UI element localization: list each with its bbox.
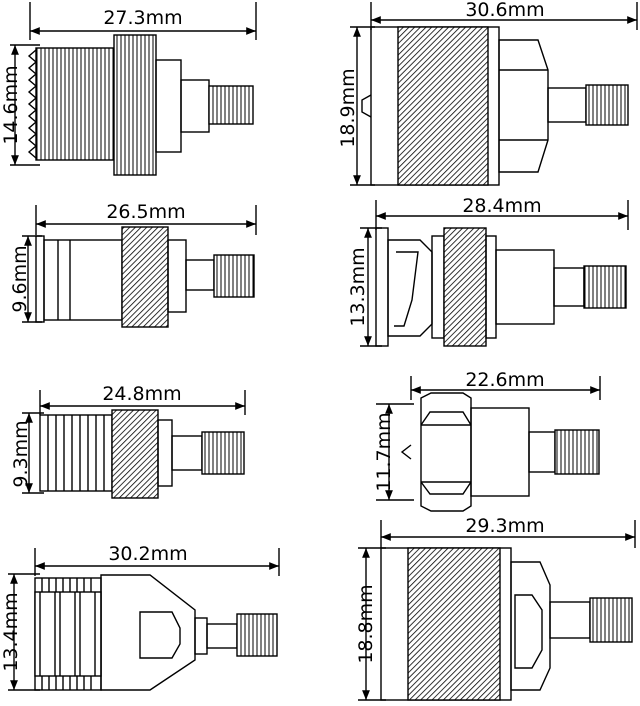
height-dimension-6: 11.7mm — [373, 403, 414, 501]
height-label-4: 13.3mm — [347, 247, 369, 326]
width-dimension-5: 24.8mm — [39, 383, 246, 415]
width-label-3: 26.5mm — [106, 201, 185, 223]
width-label-1: 27.3mm — [103, 7, 182, 29]
height-label-2: 18.9mm — [337, 68, 359, 147]
connector-body-3 — [35, 226, 255, 328]
width-label-8: 29.3mm — [465, 515, 544, 537]
width-dimension-7: 30.2mm — [34, 543, 280, 576]
height-dimension-7: 13.4mm — [0, 573, 40, 691]
height-dimension-2: 18.9mm — [337, 26, 375, 186]
connector-body-4 — [375, 227, 627, 347]
width-dimension-2: 30.6mm — [370, 0, 638, 30]
connector-7: 30.2mm 13.4mm — [0, 543, 280, 691]
height-dimension-1: 14.6mm — [0, 44, 40, 166]
width-label-4: 28.4mm — [462, 195, 541, 217]
width-dimension-8: 29.3mm — [380, 515, 636, 548]
connector-3: 26.5mm 9.6mm — [9, 201, 257, 328]
connector-body-5 — [39, 409, 245, 499]
connector-5: 24.8mm 9.3mm — [10, 383, 246, 499]
height-label-8: 18.8mm — [355, 584, 377, 663]
height-dimension-5: 9.3mm — [10, 412, 44, 494]
connector-2: 30.6mm 18.9mm — [337, 0, 638, 186]
width-dimension-4: 28.4mm — [375, 195, 629, 230]
height-label-3: 9.6mm — [9, 245, 31, 312]
height-label-1: 14.6mm — [0, 65, 22, 144]
connector-1: 27.3mm 14.6mm — [0, 2, 257, 176]
height-label-5: 9.3mm — [10, 420, 32, 487]
connector-body-2 — [361, 26, 629, 186]
width-dimension-1: 27.3mm — [29, 2, 257, 40]
width-label-7: 30.2mm — [108, 543, 187, 565]
height-dimension-4: 13.3mm — [347, 227, 382, 347]
connector-body-6 — [400, 392, 600, 512]
connector-4: 28.4mm 13.3mm — [347, 195, 629, 347]
connector-body-1 — [27, 34, 254, 176]
connector-body-8 — [380, 547, 633, 701]
connector-6: 22.6mm 11.7mm — [373, 369, 601, 512]
width-label-6: 22.6mm — [465, 369, 544, 391]
connector-8: 29.3mm 18.8mm — [355, 515, 636, 701]
width-label-2: 30.6mm — [465, 0, 544, 21]
connector-body-7 — [34, 574, 278, 691]
height-label-6: 11.7mm — [373, 412, 395, 491]
width-label-5: 24.8mm — [102, 383, 181, 405]
height-dimension-3: 9.6mm — [9, 235, 42, 323]
width-dimension-6: 22.6mm — [410, 369, 601, 400]
height-label-7: 13.4mm — [0, 592, 22, 671]
width-dimension-3: 26.5mm — [35, 201, 257, 235]
